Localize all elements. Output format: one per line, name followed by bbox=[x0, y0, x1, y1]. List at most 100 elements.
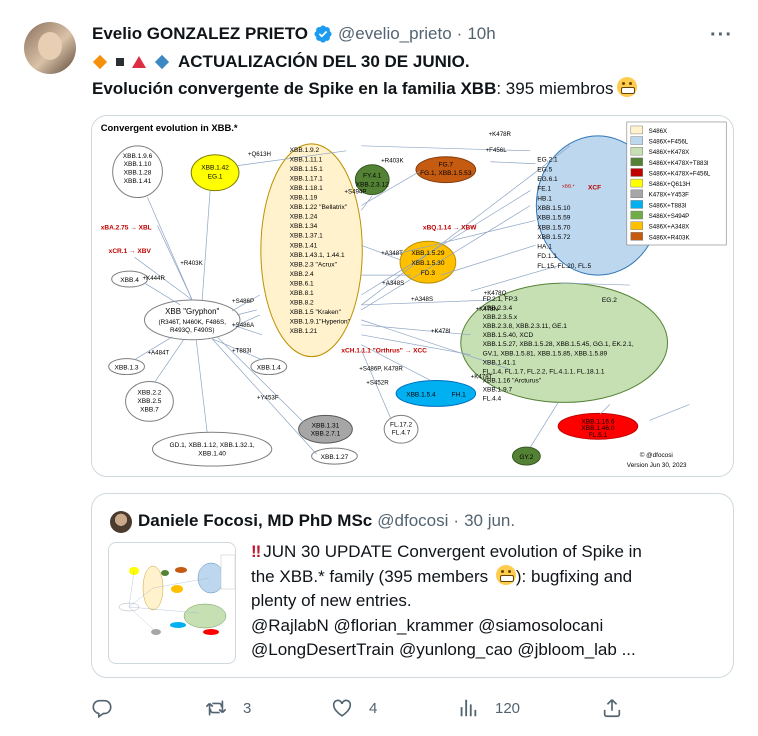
red-label-0: XBB.1.16.6 bbox=[581, 418, 614, 425]
mutation-label-4: +S494P bbox=[344, 189, 366, 196]
share-button[interactable] bbox=[601, 697, 623, 719]
legend-label-9: S486X+A348X bbox=[649, 224, 690, 231]
reply-icon bbox=[92, 699, 112, 719]
quoted-header: Daniele Focosi, MD PhD MSc @dfocosi · 30… bbox=[138, 511, 515, 531]
quoted-tweet[interactable]: Daniele Focosi, MD PhD MSc @dfocosi · 30… bbox=[91, 493, 734, 678]
green-list-item-1: XBB.2.3.4 bbox=[483, 305, 513, 312]
blue-list-item-1: EG.5 bbox=[537, 166, 552, 173]
eg2-label: EG.2 bbox=[602, 297, 617, 304]
reply-button[interactable] bbox=[91, 697, 113, 719]
mutation-label-12: +K478N bbox=[476, 306, 498, 313]
center-list-item-6: XBB.1.22 "Bellatrix" bbox=[290, 204, 348, 211]
heart-icon bbox=[332, 699, 352, 717]
xbb13-label: XBB.1.3 bbox=[115, 365, 139, 372]
legend-label-3: S486X+K478X+T883I bbox=[649, 160, 709, 167]
cyan-label-0: XBB.1.5.4 bbox=[406, 391, 436, 398]
gy2-node bbox=[511, 446, 541, 466]
more-options-icon[interactable]: ··· bbox=[710, 24, 733, 46]
center-list-item-5: XBB.1.19 bbox=[290, 195, 318, 202]
quoted-author-name[interactable]: Daniele Focosi, MD PhD MSc bbox=[138, 511, 373, 530]
like-button[interactable]: 4 bbox=[331, 697, 377, 719]
mutation-label-18: +S486P, K478R bbox=[359, 366, 403, 373]
author-name[interactable]: Evelio GONZALEZ PRIETO bbox=[92, 24, 308, 43]
tweet-body: Evolución convergente de Spike en la fam… bbox=[92, 77, 637, 99]
fg-label-0: FG.7 bbox=[439, 162, 454, 169]
xbb22-label-1: XBB.2.5 bbox=[137, 398, 161, 405]
gray-label-0: XBB.1.31 bbox=[312, 422, 340, 429]
retweet-button[interactable]: 3 bbox=[205, 697, 251, 719]
xbb22-label-0: XBB.2.2 bbox=[137, 389, 161, 396]
quoted-line5[interactable]: @LongDesertTrain @yunlong_cao @jbloom_la… bbox=[251, 640, 636, 659]
legend-label-1: S486X+F456L bbox=[649, 139, 689, 146]
views-count: 120 bbox=[495, 699, 521, 717]
quoted-line4[interactable]: @RajlabN @florian_krammer @siamosolocani bbox=[251, 615, 604, 635]
mutation-label-16: +K444R bbox=[143, 275, 166, 282]
quoted-author-avatar[interactable] bbox=[110, 511, 132, 533]
center-list-item-7: XBB.1.24 bbox=[290, 214, 318, 221]
figure-version: Version Jun 30, 2023 bbox=[627, 462, 687, 469]
s486x-ellipse bbox=[260, 143, 363, 358]
blue-list-item-6: XBB.1.5.59 bbox=[537, 215, 570, 222]
quoted-separator: · bbox=[453, 511, 460, 530]
quoted-thumbnail[interactable] bbox=[108, 542, 236, 664]
legend-label-10: S486X+R403K bbox=[649, 234, 691, 241]
gray-label-1: XBB.2.7.1 bbox=[311, 431, 341, 438]
green-list-item-4: XBB.1.5.40, XCD bbox=[483, 332, 534, 339]
author-avatar[interactable] bbox=[24, 22, 76, 74]
mutation-label-6: +A348S bbox=[382, 280, 404, 287]
like-count: 4 bbox=[369, 699, 378, 717]
tweet-body-rest: : 395 miembros bbox=[496, 79, 614, 98]
blue-list-item-7: XBB.1.5.70 bbox=[537, 224, 570, 231]
xbb14-node bbox=[250, 358, 288, 376]
red-node bbox=[557, 412, 639, 440]
legend-swatch-5 bbox=[630, 178, 643, 188]
fl17-node bbox=[383, 414, 419, 444]
xbb14-label: XBB.1.4 bbox=[257, 365, 281, 372]
xbb127-node bbox=[311, 447, 358, 465]
orange-label-1: XBB.1.5.30 bbox=[411, 260, 444, 267]
legend-label-8: S486X+S494P bbox=[649, 213, 690, 220]
tweet-time[interactable]: 10h bbox=[467, 24, 496, 43]
grimacing-face-icon bbox=[495, 564, 516, 585]
t883i-node bbox=[395, 380, 477, 407]
center-list-item-18: XBB.1.9.1"Hyperion" bbox=[290, 319, 351, 326]
blue-list-item-11: FL.15, FL.20, FL.5 bbox=[537, 263, 591, 270]
quoted-author-handle[interactable]: @dfocosi bbox=[377, 511, 449, 530]
mutation-label-11: +K478I bbox=[431, 328, 451, 335]
blue-list-item-9: HA.1 bbox=[537, 244, 552, 251]
green-list-item-3: XBB.2.3.8, XBB.2.3.11, GE.1 bbox=[483, 323, 568, 330]
blue-list-item-4: HB.1 bbox=[537, 195, 552, 202]
thumbnail-figure bbox=[118, 554, 235, 635]
left-node-label-1: XBB.1.10 bbox=[124, 161, 152, 168]
quoted-text: ‼JUN 30 UPDATE Convergent evolution of S… bbox=[251, 540, 721, 663]
green-list-item-9: XBB.1.16 "Arcturus" bbox=[483, 377, 542, 384]
recomb-xcf: XCF bbox=[588, 185, 601, 192]
xbb13-node bbox=[108, 358, 145, 376]
views-button[interactable]: 120 bbox=[457, 697, 520, 719]
gd-label-1: XBB.1.40 bbox=[198, 451, 226, 458]
retweet-icon bbox=[205, 700, 227, 716]
quoted-date[interactable]: 30 jun. bbox=[464, 511, 516, 530]
orange-label-2: FD.3 bbox=[421, 270, 436, 277]
a348x-node bbox=[399, 240, 457, 284]
author-handle[interactable]: @evelio_prieto bbox=[338, 24, 452, 43]
tweet-body-bold: Evolución convergente de Spike en la fam… bbox=[92, 79, 497, 98]
blue-list-item-8: XBB.1.5.72 bbox=[537, 234, 570, 241]
mutation-label-7: +S486P bbox=[232, 298, 254, 305]
legend-swatch-3 bbox=[630, 157, 643, 167]
legend-swatch-8 bbox=[630, 210, 643, 220]
xbb4-label: XBB.4 bbox=[120, 277, 139, 284]
gd-label-0: GD.1, XBB.1.12, XBB.1.32.1, bbox=[170, 442, 255, 449]
recomb-xbw: xBQ.1.14 → XBW bbox=[423, 224, 477, 231]
left-node-label-3: XBB.1.41 bbox=[124, 178, 152, 185]
legend-swatch-9 bbox=[630, 221, 643, 230]
mutation-label-2: +F456L bbox=[486, 147, 508, 154]
quoted-line3: plenty of new entries. bbox=[251, 591, 412, 610]
